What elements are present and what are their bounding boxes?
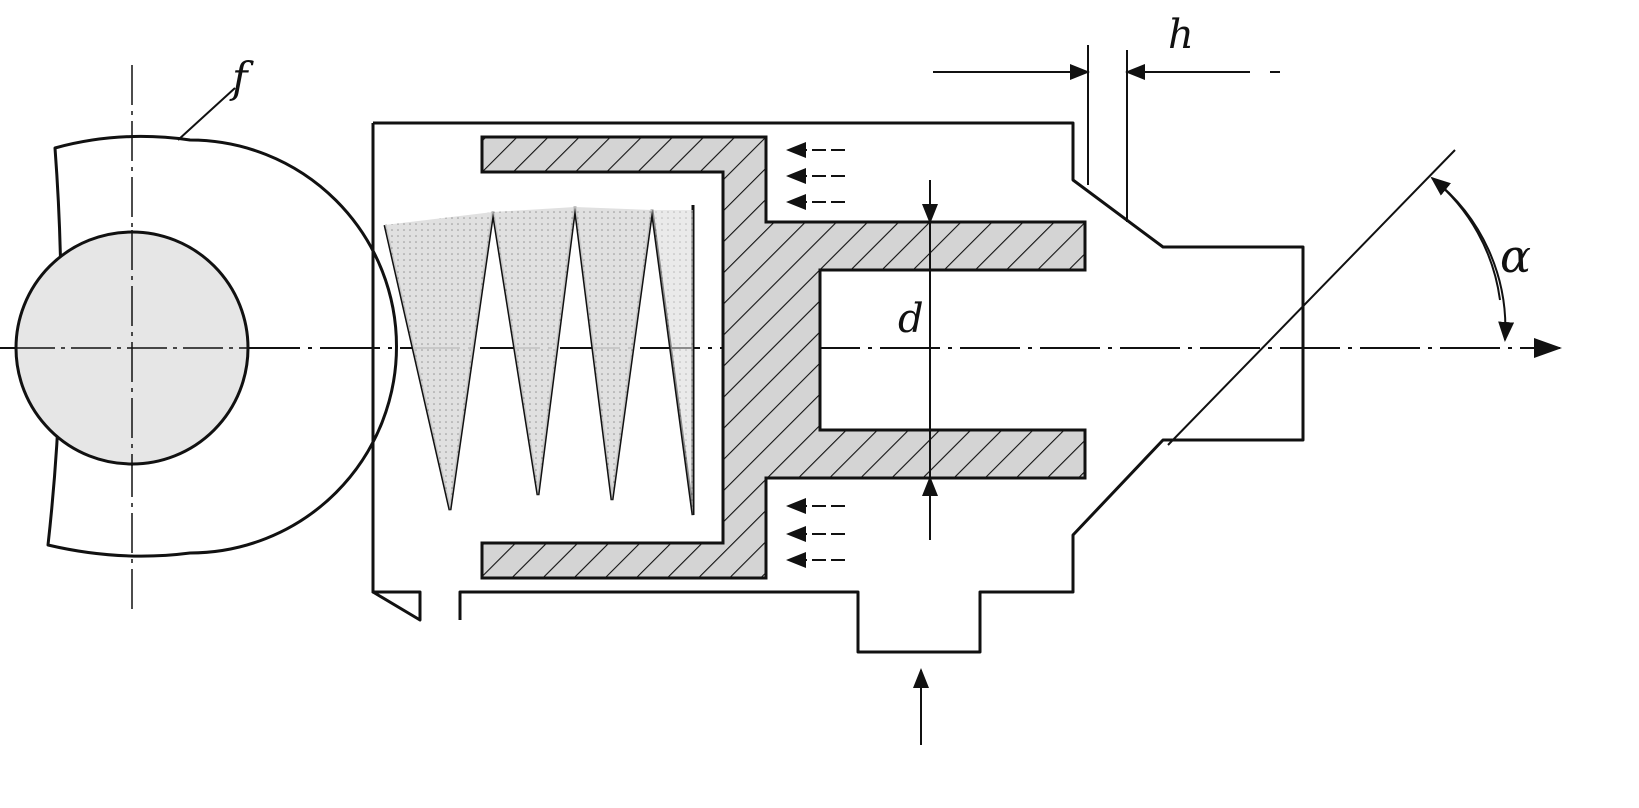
spring [383, 205, 695, 516]
piston [480, 135, 1087, 580]
label-alpha: α [1500, 229, 1531, 283]
upper-flow-arrows [786, 142, 845, 210]
ball-leader-line [177, 87, 236, 141]
lower-flow-arrows [786, 498, 845, 568]
label-d: d [898, 296, 924, 342]
angle-arc [1431, 177, 1515, 342]
label-f: f [229, 53, 254, 102]
label-h: h [1168, 12, 1194, 58]
ball-section [14, 134, 398, 558]
seat-cone-line [1167, 149, 1456, 446]
gap-dimension [933, 45, 1280, 222]
